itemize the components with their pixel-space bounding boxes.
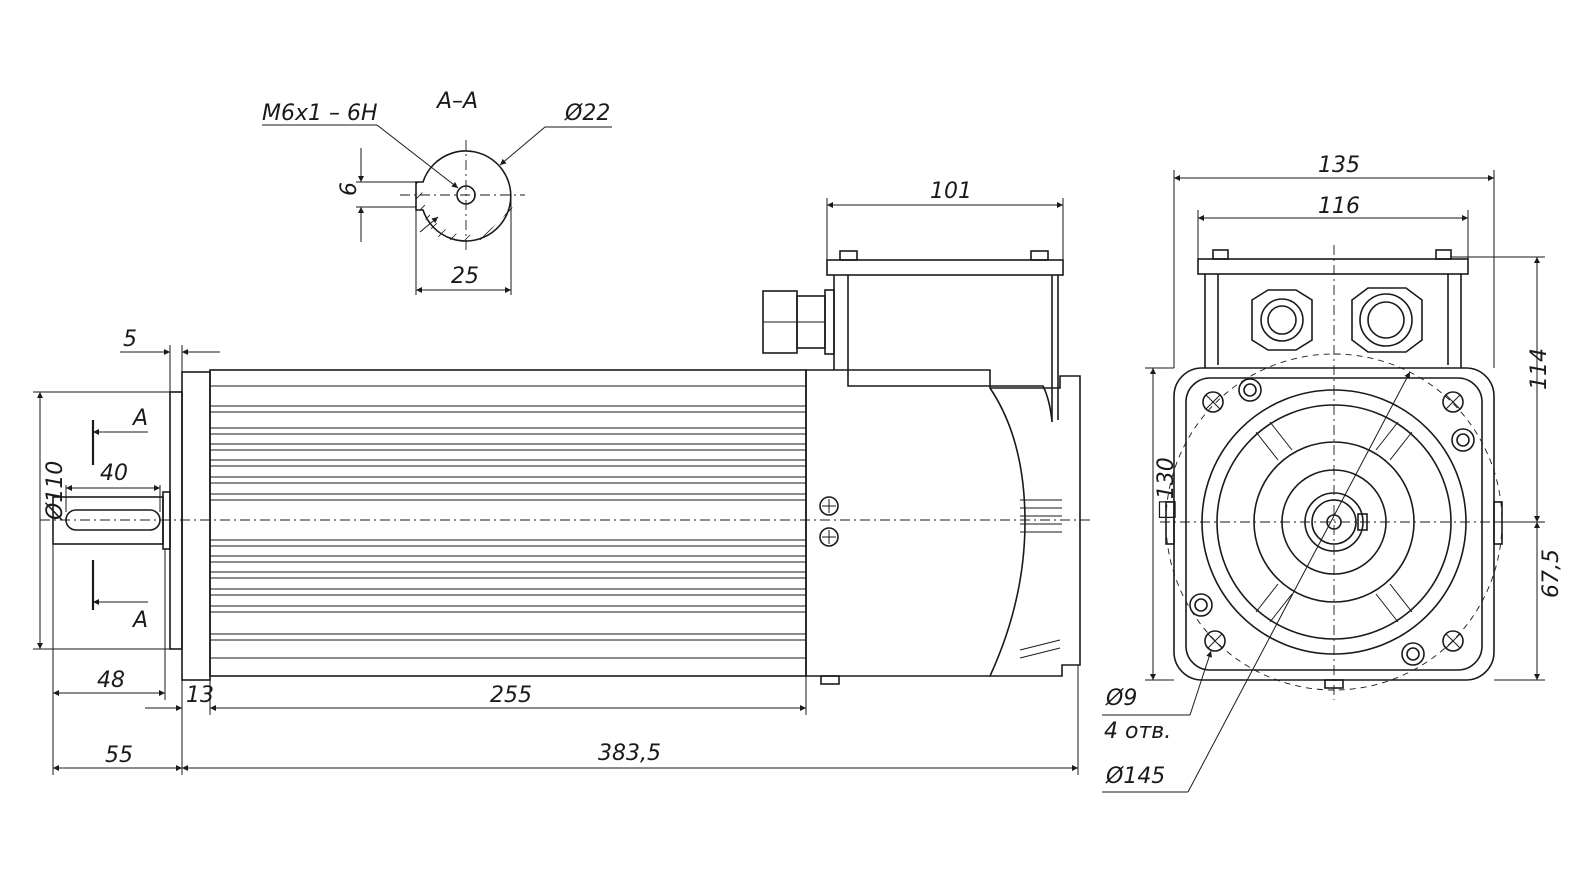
section-mark-top: A: [131, 406, 148, 431]
shaft-length-dim: 55: [105, 743, 133, 768]
flange-step-dim: 5: [123, 327, 137, 352]
shaft-key-length-dim: 40: [100, 461, 128, 486]
flange-thickness-dim: 13: [186, 683, 214, 708]
section-mark-bottom: A: [131, 608, 148, 633]
thread-label: M6x1 – 6H: [262, 101, 378, 126]
overall-width-dim: 135: [1318, 153, 1360, 178]
flange-diameter-dim: Ø110: [43, 461, 68, 521]
section-diameter: Ø22: [564, 101, 610, 126]
hole-diameter-dim: Ø9: [1105, 686, 1137, 711]
section-a-a: A–A M6x1 – 6H Ø22 6 25: [262, 89, 612, 295]
key-depth: 6: [337, 182, 362, 196]
cooling-fins: [210, 385, 806, 659]
body-length-dim: 255: [490, 683, 532, 708]
end-view: 135 116 114 □130 67,5 Ø9 4 отв. Ø145: [1102, 153, 1564, 793]
key-width: 25: [451, 264, 479, 289]
bolt-circle-dim: Ø145: [1105, 764, 1165, 789]
box-height-dim: 114: [1527, 348, 1552, 390]
box-width-dim: 116: [1318, 194, 1360, 219]
cable-gland-right: [1351, 287, 1423, 353]
terminal-box-width-dim: 101: [930, 179, 972, 204]
section-label: A–A: [435, 89, 478, 114]
cable-gland-left: [1251, 289, 1313, 351]
hole-count-dim: 4 отв.: [1104, 719, 1171, 744]
center-height-dim: 67,5: [1539, 549, 1564, 598]
shaft-key-offset-dim: 48: [97, 668, 125, 693]
overall-length-dim: 383,5: [598, 741, 661, 766]
side-view: 5 A A 40 Ø110 101 48 13 255 55 383,5: [33, 179, 1090, 775]
square-dim: □130: [1154, 457, 1179, 520]
